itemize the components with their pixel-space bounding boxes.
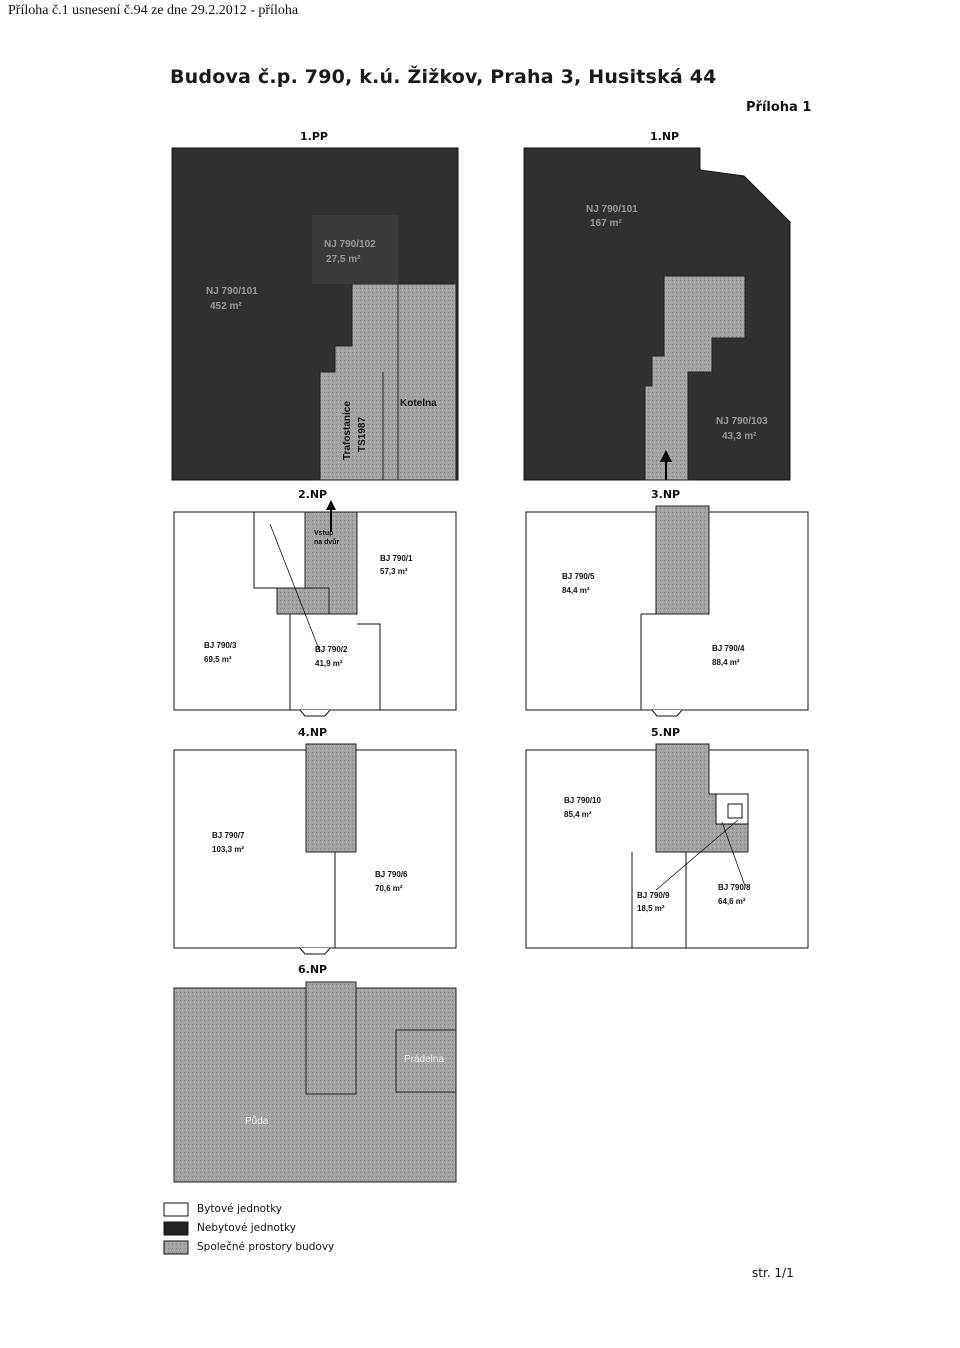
label-bj-10: BJ 790/10	[564, 796, 601, 805]
label-bj-3-area: 69,5 m²	[204, 655, 232, 664]
label-1np-nj-101-area: 167 m²	[590, 218, 622, 229]
legend-nonresidential: Nebytové jednotky	[197, 1222, 296, 1234]
label-na-dvur: na dvůr	[314, 538, 340, 546]
floor-label-2np: 2.NP	[298, 488, 328, 501]
header-note: Příloha č.1 usnesení č.94 ze dne 29.2.20…	[8, 3, 299, 18]
label-bj-5-area: 84,4 m²	[562, 586, 590, 595]
label-nj-102: NJ 790/102	[324, 239, 376, 250]
label-bj-1-area: 57,3 m²	[380, 567, 408, 576]
label-bj-6-area: 70,6 m²	[375, 884, 403, 893]
floor-label-1np: 1.NP	[650, 130, 680, 143]
label-bj-6: BJ 790/6	[375, 870, 408, 879]
floor-label-6np: 6.NP	[298, 963, 328, 976]
legend-common: Společné prostory budovy	[197, 1241, 335, 1253]
label-nj-101: NJ 790/101	[206, 286, 258, 297]
legend-swatch-residential	[163, 1202, 189, 1217]
label-nj-103-area: 43,3 m²	[722, 431, 757, 442]
label-bj-5: BJ 790/5	[562, 572, 595, 581]
floor-label-5np: 5.NP	[651, 726, 681, 739]
label-nj-102-area: 27,5 m²	[326, 254, 361, 265]
label-bj-8: BJ 790/8	[718, 883, 751, 892]
label-trafostanice: Trafostanice	[342, 401, 353, 460]
label-bj-4: BJ 790/4	[712, 644, 745, 653]
label-bj-7: BJ 790/7	[212, 831, 245, 840]
label-nj-103: NJ 790/103	[716, 416, 768, 427]
label-bj-2-area: 41,9 m²	[315, 659, 343, 668]
label-bj-8-area: 64,6 m²	[718, 897, 746, 906]
label-kotelna: Kotelna	[400, 398, 437, 409]
label-ts1987: TS1987	[357, 417, 368, 452]
plan-6np	[173, 981, 457, 1183]
page-title: Budova č.p. 790, k.ú. Žižkov, Praha 3, H…	[170, 66, 717, 88]
plan-4np	[173, 743, 457, 955]
plan-3np	[525, 505, 809, 717]
label-puda: Půda	[245, 1115, 269, 1127]
floor-label-1pp: 1.PP	[300, 130, 328, 143]
floor-label-3np: 3.NP	[651, 488, 681, 501]
floor-label-4np: 4.NP	[298, 726, 328, 739]
legend-swatch-common	[163, 1240, 189, 1255]
label-bj-3: BJ 790/3	[204, 641, 237, 650]
label-bj-2: BJ 790/2	[315, 645, 348, 654]
page-number: str. 1/1	[752, 1266, 794, 1280]
label-bj-9-area: 18,5 m²	[637, 904, 665, 913]
plan-5np	[525, 743, 809, 949]
plan-1np	[523, 147, 791, 481]
annex-label: Příloha 1	[746, 100, 812, 115]
label-nj-101-area: 452 m²	[210, 301, 242, 312]
label-bj-7-area: 103,3 m²	[212, 845, 244, 854]
label-bj-10-area: 85,4 m²	[564, 810, 592, 819]
legend-residential: Bytové jednotky	[197, 1203, 283, 1215]
label-pradelna: Prádelna	[404, 1054, 444, 1065]
legend-swatch-nonresidential	[163, 1221, 189, 1236]
label-1np-nj-101: NJ 790/101	[586, 204, 638, 215]
label-bj-4-area: 88,4 m²	[712, 658, 740, 667]
plan-2np	[173, 500, 457, 717]
label-bj-9: BJ 790/9	[637, 891, 670, 900]
label-bj-1: BJ 790/1	[380, 554, 413, 563]
plan-1pp	[171, 147, 459, 481]
label-vstup: Vstup	[314, 530, 333, 537]
